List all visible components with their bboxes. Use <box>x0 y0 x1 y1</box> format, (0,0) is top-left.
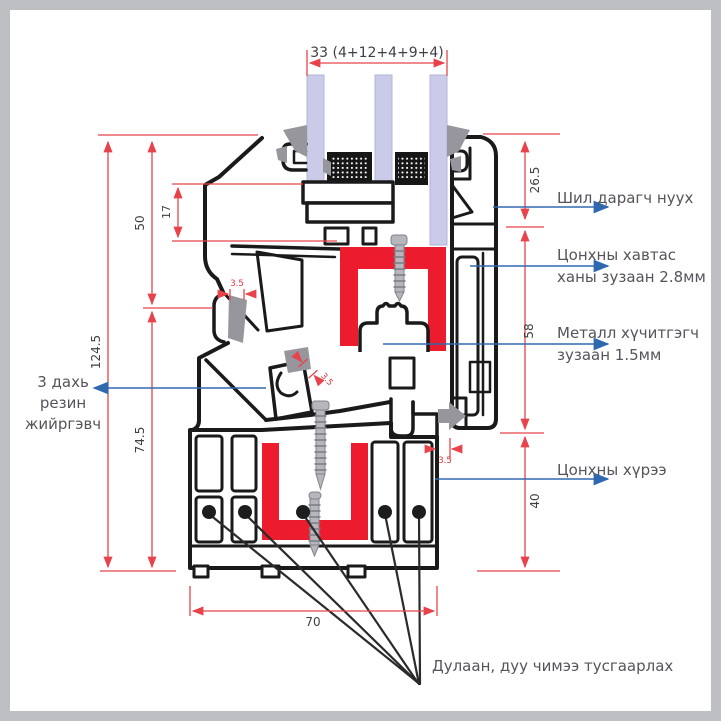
frame-chamber <box>402 440 434 544</box>
screw-icon <box>390 234 408 303</box>
gasket-hook <box>275 371 299 398</box>
jamb-wall <box>450 146 472 181</box>
label-insulation: Дулаан, дуу чимээ тусгаарлах <box>432 657 673 675</box>
jamb-clip <box>450 149 469 173</box>
frame-chamber <box>194 434 224 493</box>
screw-icon <box>308 491 322 558</box>
frame-foot <box>192 564 210 579</box>
glass-pane-inner <box>429 74 448 246</box>
dim-right-top: 26.5 <box>528 167 542 194</box>
gasket-glass-left <box>283 125 307 157</box>
jamb-retainer-point <box>450 183 474 220</box>
sash-chamber <box>255 250 304 333</box>
label-glass-retainer: Шил дарагч нуух <box>557 189 693 207</box>
label-sash-wall-2: ханы зузаан 2.8мм <box>557 268 706 286</box>
dim-right-middle: 58 <box>522 323 536 338</box>
gasket-spacer-edge <box>323 158 331 176</box>
label-steel-2: зузаан 1.5мм <box>557 346 661 364</box>
spacer-dots-right <box>398 157 425 178</box>
insulation-chamber-dots <box>202 505 426 519</box>
sash-chamber <box>388 356 416 390</box>
gasket-arrow-right <box>438 402 466 430</box>
frame-foot <box>346 564 367 579</box>
jamb-chamber <box>468 360 492 394</box>
dim-gasket-left: 3.5 <box>230 279 244 289</box>
insulation-leader-lines <box>207 512 422 686</box>
frame-chamber <box>230 434 258 493</box>
callout-labels: Шил дарагч нуух Цонхны хавтас ханы зузаа… <box>25 189 706 675</box>
sash-lower-edge <box>190 341 230 432</box>
screw-icon <box>311 400 330 491</box>
gasket-glass-right-small <box>450 156 461 172</box>
sash-shelf <box>230 244 342 251</box>
glass-pane-outer <box>306 74 325 186</box>
gasket-sash-left <box>228 295 247 343</box>
sash-profile <box>190 136 439 439</box>
sash-shelf-inner <box>230 252 337 259</box>
rubber-gaskets <box>228 125 470 430</box>
glazing-support <box>323 226 350 246</box>
sash-hook-step <box>411 400 439 439</box>
label-steel-1: Металл хүчитгэгч <box>557 324 699 342</box>
sash-hook <box>389 397 415 438</box>
dim-right-bottom: 40 <box>528 493 542 508</box>
gasket-glass-right <box>447 125 470 157</box>
jamb-profile <box>450 135 498 430</box>
dim-overall-height: 124.5 <box>89 335 103 369</box>
jamb-hook <box>450 396 468 430</box>
jamb-divider <box>450 222 498 251</box>
label-gasket-3: жийргэвч <box>25 415 101 433</box>
screws <box>308 234 408 558</box>
glazing-unit <box>306 74 448 246</box>
glass-pane-middle <box>374 74 393 186</box>
glazing-block <box>301 180 395 205</box>
glazing-support <box>361 226 378 246</box>
dim-glazing: 33 (4+12+4+9+4) <box>310 45 444 61</box>
sash-bottom-wall <box>204 358 268 422</box>
dim-bead-height: 17 <box>160 205 173 219</box>
dim-upper-height: 50 <box>133 215 147 230</box>
glazing-block <box>305 201 395 224</box>
interlock-profile <box>358 301 430 352</box>
dim-frame-width: 70 <box>305 615 320 629</box>
frame-chamber <box>370 440 400 544</box>
gasket-glass-left-small <box>276 146 287 163</box>
dim-gasket-right: 3.5 <box>438 456 452 466</box>
label-sash-wall-1: Цонхны хавтас <box>557 246 676 264</box>
label-frame: Цонхны хүрээ <box>557 461 667 479</box>
steel-reinforcement-sash <box>340 247 446 351</box>
label-gasket-1: 3 дахь <box>37 373 89 391</box>
dim-lower-height: 74.5 <box>133 427 147 454</box>
spacer-dots-left <box>331 157 368 178</box>
callout-leaders <box>92 200 610 486</box>
sash-outer-edge <box>203 136 264 294</box>
label-gasket-2: резин <box>40 394 86 412</box>
frame-chamber <box>194 495 224 544</box>
dimension-lines <box>98 50 560 616</box>
